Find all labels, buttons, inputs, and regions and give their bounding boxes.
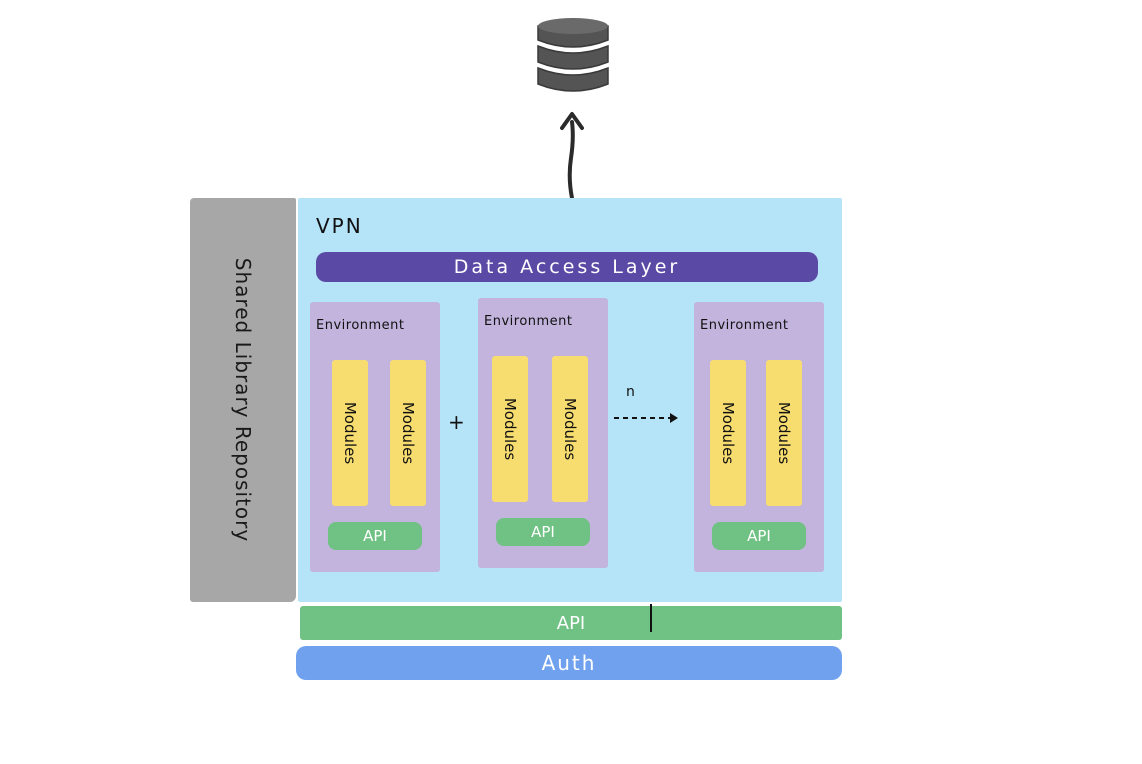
environment-api: API	[712, 522, 806, 550]
module-label: Modules	[719, 401, 737, 465]
environment-title: Environment	[700, 318, 789, 333]
environment-api: API	[496, 518, 590, 546]
environment-api: API	[328, 522, 422, 550]
environment-title: Environment	[484, 314, 573, 329]
environment-box: Environment Modules Modules API	[694, 302, 824, 572]
database-icon	[537, 18, 609, 92]
api-bar-divider	[650, 604, 652, 632]
module-block: Modules	[766, 360, 802, 506]
environment-box: Environment Modules Modules API	[478, 298, 608, 568]
module-label: Modules	[775, 401, 793, 465]
module-block: Modules	[710, 360, 746, 506]
up-arrow-icon	[560, 112, 584, 200]
environment-title: Environment	[316, 318, 405, 333]
n-connector-label: n	[626, 384, 635, 400]
environment-box: Environment Modules Modules API	[310, 302, 440, 572]
module-block: Modules	[552, 356, 588, 502]
shared-library-label: Shared Library Repository	[231, 257, 255, 543]
vpn-label: VPN	[316, 214, 363, 238]
module-label: Modules	[501, 397, 519, 461]
plus-connector: +	[448, 410, 465, 434]
data-access-layer: Data Access Layer	[316, 252, 818, 282]
module-label: Modules	[561, 397, 579, 461]
api-bar: API	[300, 606, 842, 640]
module-block: Modules	[332, 360, 368, 506]
dashed-arrow-icon	[614, 413, 678, 423]
module-block: Modules	[390, 360, 426, 506]
module-label: Modules	[341, 401, 359, 465]
module-label: Modules	[399, 401, 417, 465]
shared-library-repository	[190, 198, 296, 602]
module-block: Modules	[492, 356, 528, 502]
auth-bar: Auth	[296, 646, 842, 680]
